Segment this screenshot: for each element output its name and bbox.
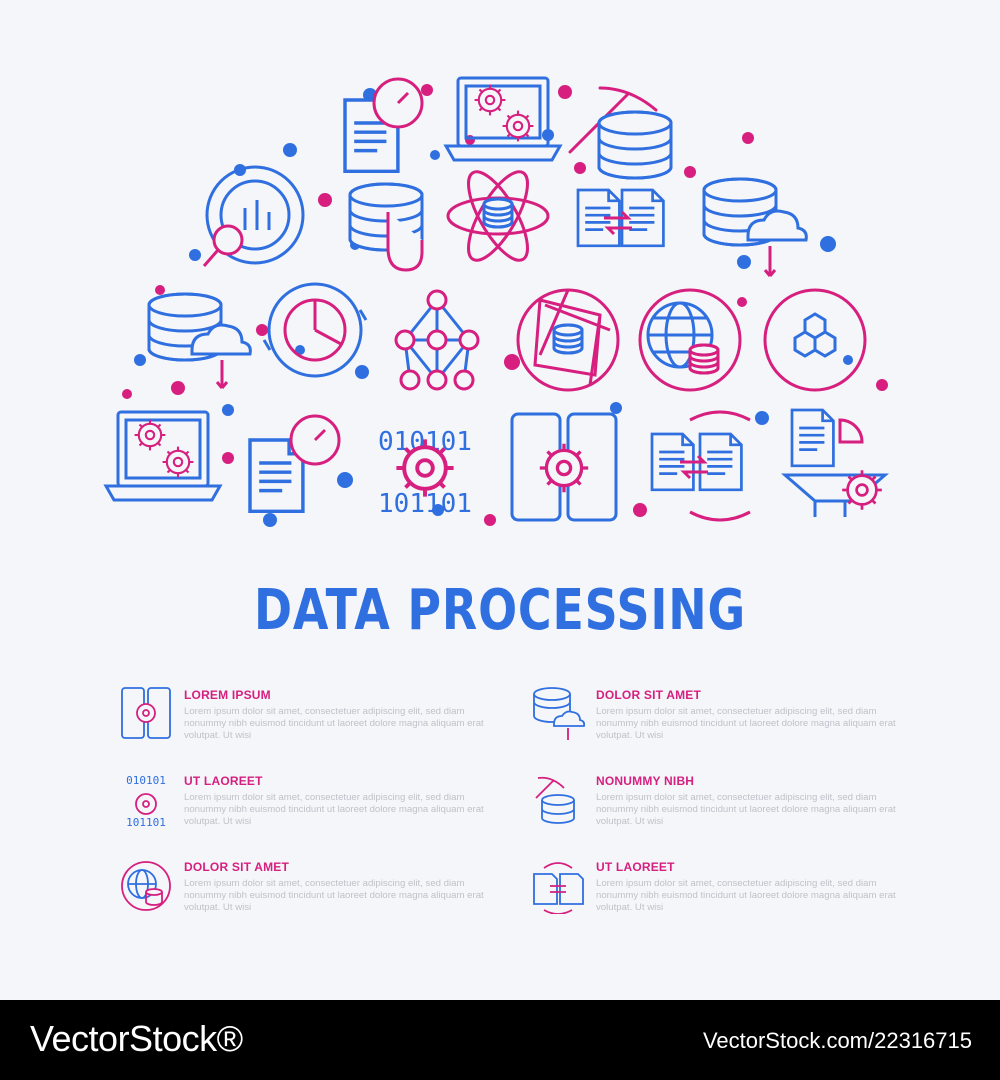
svg-text:010101: 010101 <box>126 774 166 787</box>
footer-id: VectorStock.com/22316715 <box>702 1028 972 1053</box>
feature-text: Lorem ipsum dolor sit amet, consectetuer… <box>184 706 484 741</box>
binary-gear-icon: 010101 101101 <box>126 774 166 828</box>
svg-text:101101: 101101 <box>126 816 166 828</box>
feature-title: NONUMMY NIBH <box>596 774 695 788</box>
laptop-settings-icon <box>443 76 563 162</box>
watermark-footer: VectorStock® VectorStock.com/22316715 <box>0 1000 1000 1080</box>
feature-item: LOREM IPSUM Lorem ipsum dolor sit amet, … <box>118 686 538 766</box>
feature-text: Lorem ipsum dolor sit amet, consectetuer… <box>184 878 484 913</box>
decor-dots <box>122 84 888 527</box>
laptop-left-icon <box>103 410 223 502</box>
fast-document-bottom-icon <box>248 414 341 514</box>
network-nodes-icon <box>394 289 480 391</box>
feature-title: DOLOR SIT AMET <box>596 688 702 702</box>
pie-chart-cycle-icon <box>262 282 368 378</box>
footer-brand: VectorStock® <box>30 1018 243 1059</box>
feature-item: UT LAOREET Lorem ipsum dolor sit amet, c… <box>530 858 950 938</box>
feature-title: LOREM IPSUM <box>184 688 271 702</box>
database-cloud-icon <box>533 687 586 740</box>
document-transfer-icon <box>576 188 665 248</box>
hero-illustration: 010101 101101 <box>103 76 890 527</box>
mobile-gear-icon <box>121 687 171 739</box>
database-touch-icon <box>348 182 424 272</box>
globe-database-icon <box>638 288 742 392</box>
atom-database-icon <box>446 170 550 262</box>
analytics-chart-icon <box>202 165 305 267</box>
aperture-database-icon <box>516 288 620 392</box>
feature-item: DOLOR SIT AMET Lorem ipsum dolor sit ame… <box>530 686 950 766</box>
feature-text: Lorem ipsum dolor sit amet, consectetuer… <box>596 792 896 827</box>
feature-text: Lorem ipsum dolor sit amet, consectetuer… <box>596 706 896 741</box>
globe-database-icon <box>121 861 171 911</box>
database-cloud-left-icon <box>147 292 252 389</box>
feature-title: UT LAOREET <box>184 774 263 788</box>
feature-item: NONUMMY NIBH Lorem ipsum dolor sit amet,… <box>530 772 950 852</box>
binary-gear-icon: 010101 101101 <box>378 427 472 519</box>
mobile-gear-icon <box>510 412 618 522</box>
feature-item: DOLOR SIT AMET Lorem ipsum dolor sit ame… <box>118 858 538 938</box>
feature-text: Lorem ipsum dolor sit amet, consectetuer… <box>596 878 896 913</box>
feature-title: DOLOR SIT AMET <box>184 860 290 874</box>
data-mining-icon <box>535 776 575 824</box>
page-title: DATA PROCESSING <box>253 578 747 643</box>
document-transfer-bottom-icon <box>650 410 751 522</box>
feature-text: Lorem ipsum dolor sit amet, consectetuer… <box>184 792 484 827</box>
feature-item: 010101 101101 UT LAOREET Lorem ipsum dol… <box>118 772 538 852</box>
document-transfer-icon <box>533 862 584 914</box>
database-cloud-icon <box>702 177 808 277</box>
feature-title: UT LAOREET <box>596 860 675 874</box>
fast-document-icon <box>343 77 424 174</box>
funnel-process-icon <box>780 408 890 517</box>
data-mining-icon <box>568 86 673 180</box>
hexagon-cycle-icon <box>763 288 867 392</box>
